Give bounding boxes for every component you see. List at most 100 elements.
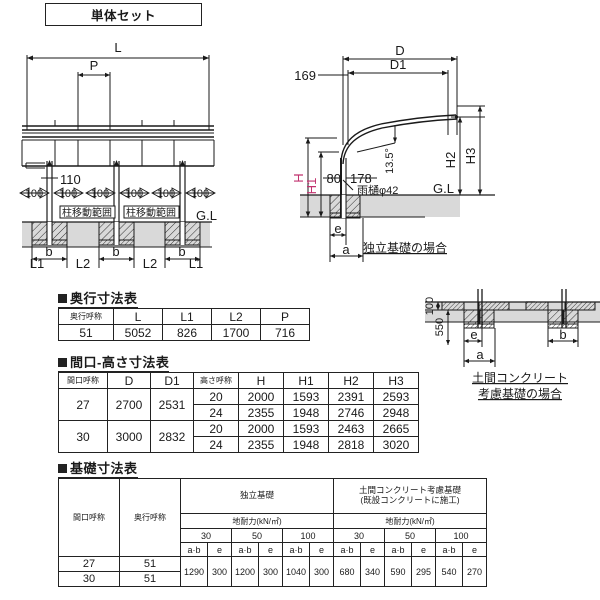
cell-H1: 1593 [283,420,329,437]
cell-D: 2700 [107,388,151,421]
slab-foundation-drawing: 100 550 e a b 土間コンクリート 考慮基礎の場合 [400,285,600,445]
label-gutter: 雨樋φ42 [357,183,398,197]
cell-takasa: 20 [193,388,239,405]
dim-110: 110 [60,172,81,187]
foundation-table-heading: 基礎寸法表 [58,458,138,479]
sub-e-4: e [360,542,385,557]
title-label: 単体セット [90,9,156,23]
sub-ab-3: a·b [282,542,310,557]
cell-val-7: 680 [333,556,361,587]
size-table: 間口呼称 D D1 高さ呼称 H H1 H2 H3 27 2700 2531 2… [58,372,419,453]
dim-b-3: b [178,244,185,259]
dim-e-side: e [334,221,341,236]
dim-arrow-100-5: 100 [157,188,175,200]
cell-H3: 2665 [373,420,419,437]
sub-e-5: e [411,542,436,557]
dim-H2: H2 [443,152,458,169]
cell-H1: 1593 [283,388,329,405]
dim-L1-left: L1 [30,256,44,271]
cell-D1: 2531 [150,388,194,421]
cell-val-8: 340 [360,556,385,587]
col-L1: L1 [162,308,212,325]
table-header-row-group: 間口呼称 奥行呼称 独立基礎 土間コンクリート考慮基礎 (既設コンクリートに施工… [58,478,487,557]
cell-maguchi: 27 [58,556,120,572]
cell-takasa: 24 [193,404,239,421]
dim-b-slab: b [559,327,566,342]
bullet-square-icon [58,294,67,303]
cell-val-3: 1200 [231,556,259,587]
dim-L: L [114,40,121,55]
bearing-100-left: 100 [282,528,334,543]
sub-ab-4: a·b [333,542,361,557]
depth-table: 奥行呼称 L L1 L2 P 51 5052 826 1700 716 [58,308,310,341]
col-H2: H2 [328,372,374,389]
size-table-heading: 間口-高さ寸法表 [58,352,170,373]
dim-178: 178 [350,171,372,186]
table-row: 27 51 1290 300 1200 300 1040 300 680 340… [58,556,487,587]
depth-table-heading: 奥行寸法表 [58,288,138,309]
cell-H: 2000 [238,420,284,437]
sub-e-6: e [462,542,487,557]
sub-e-2: e [258,542,283,557]
cell-val-11: 540 [435,556,463,587]
table-row: 30 3000 2832 20 2000 1593 2463 2665 [58,420,419,453]
table-row: 27 2700 2531 20 2000 1593 2391 2593 [58,388,419,421]
sub-ab-5: a·b [384,542,412,557]
label-column-move-range-2: 柱移動範囲 [126,206,176,219]
bullet-square-icon [58,358,67,367]
foundation-table: 間口呼称 奥行呼称 独立基礎 土間コンクリート考慮基礎 (既設コンクリートに施工… [58,478,487,587]
bullet-square-icon [58,464,67,473]
dim-550-slab: 550 [434,318,446,336]
dim-L2-right: L2 [143,256,157,271]
dim-arrow-100-2: 100 [59,188,77,200]
dim-arrow-100-6: 100 [191,188,209,200]
dim-angle: 13.5° [384,148,396,174]
dim-D: D [395,43,404,58]
group-slab-line1: 土間コンクリート考慮基礎 [358,485,461,496]
sub-ab-6: a·b [435,542,463,557]
col-takasa-kosho: 高さ呼称 [193,372,239,389]
dim-D1: D1 [390,57,407,72]
dim-arrow-100-3: 100 [91,188,109,200]
cell-H3: 3020 [373,436,419,453]
cell-H2: 2746 [328,404,374,421]
cell-L1: 826 [162,324,212,341]
dim-H3: H3 [463,148,478,165]
table-row: 24 2355 1948 2818 3020 [59,436,419,453]
cell-P: 716 [260,324,310,341]
cell-D: 3000 [107,420,151,453]
label-gl-front: G.L [196,208,217,223]
dim-169: 169 [294,68,316,83]
bearing-50-left: 50 [231,528,283,543]
table-header-row: 奥行呼称 L L1 L2 P [58,308,310,325]
label-gl-side: G.L [433,181,454,196]
caption-slab-line2: 考慮基礎の場合 [478,386,562,401]
cell-H: 2355 [238,436,284,453]
col-okuyuki-kosho: 奥行呼称 [58,308,114,325]
group-slab-line2: (既設コンクリートに施工) [360,495,460,505]
col-H3: H3 [373,372,419,389]
bearing-50-right: 50 [384,528,436,543]
col-L2: L2 [211,308,261,325]
cell-okuyuki: 51 [119,556,181,572]
depth-table-heading-wrap: 奥行寸法表 [58,288,138,309]
bearing-30-right: 30 [333,528,385,543]
caption-independent-foundation: 独立基礎の場合 [363,240,447,255]
cell-val-2: 300 [207,556,232,587]
group-independent-foundation: 独立基礎 [180,478,334,514]
dim-P: P [90,58,99,73]
cell-L: 5052 [113,324,163,341]
col-maguchi-kosho: 間口呼称 [58,478,120,557]
cell-maguchi: 30 [58,571,120,587]
dim-arrow-100-4: 100 [125,188,143,200]
group-slab-foundation: 土間コンクリート考慮基礎 (既設コンクリートに施工) [333,478,487,514]
table-header-row: 間口呼称 D D1 高さ呼称 H H1 H2 H3 [58,372,419,389]
sub-e-3: e [309,542,334,557]
cell-H2: 2391 [328,388,374,405]
table-row: 30 51 [58,571,487,587]
front-elevation-drawing: L P 110 100 100 100 100 100 100 柱移動範囲 柱移… [0,30,300,271]
cell-L2: 1700 [211,324,261,341]
dim-b-1: b [45,244,52,259]
cell-val-6: 300 [309,556,334,587]
cell-val-12: 270 [462,556,487,587]
